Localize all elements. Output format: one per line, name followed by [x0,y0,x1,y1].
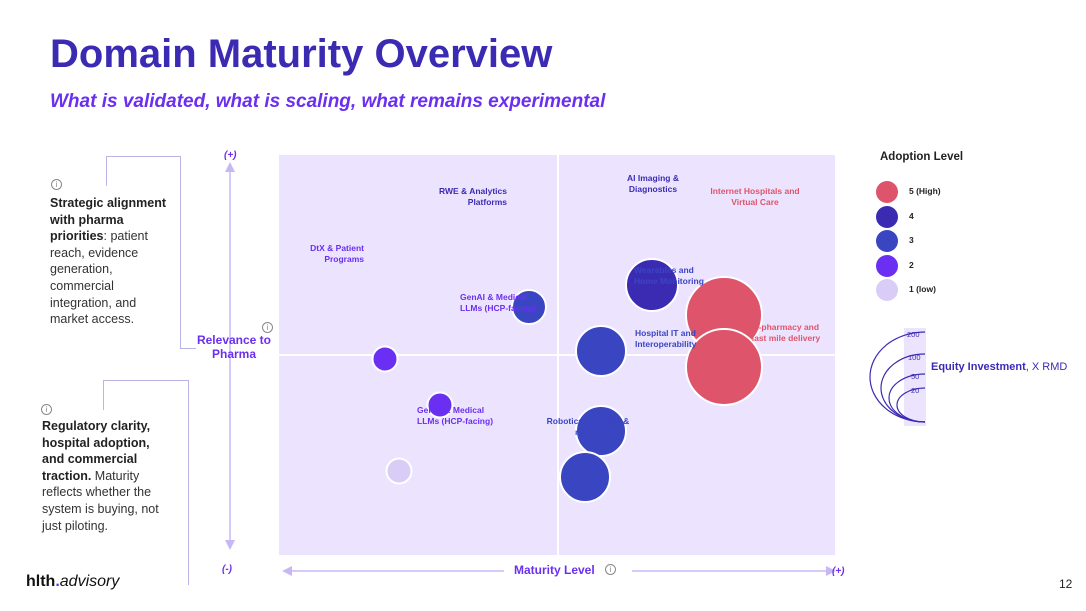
bubble-point[interactable] [511,289,548,325]
equity-label-rest: , X RMD [1025,361,1068,373]
y-axis-plus: (+) [224,150,237,161]
bubble-label: Internet Hospitals and Virtual Care [710,186,800,207]
page-subtitle: What is validated, what is scaling, what… [50,91,606,112]
x-axis-plus: (+) [832,566,845,577]
y-axis-label: Relevance to Pharma [196,333,272,361]
bubble-label: Robotics (surgical & rehab) [546,416,630,437]
bracket-top-bottom [180,348,196,349]
bracket-bottom-right [188,380,189,585]
legend-label: 1 (low) [909,284,936,294]
bubble-label: E-pharmacy and last mile delivery [751,322,821,343]
bubble-label: GenAI & Medical LLMs (HCP-facing) [417,405,494,426]
y-axis-arrow [225,162,235,550]
equity-tick: 50 [911,372,920,381]
bubble-point[interactable] [575,405,628,457]
side-note-top-bold: Strategic alignment with pharma prioriti… [50,196,166,244]
bubble-label: Wearables and Home Monitoring [634,265,704,286]
equity-tick: 20 [911,386,920,395]
legend-swatch [876,254,898,277]
bubble-point[interactable] [624,258,679,312]
y-axis-minus: (-) [222,564,232,575]
logo-dot: . [55,573,60,590]
info-icon[interactable]: i [41,404,52,415]
equity-tick: 100 [908,353,921,362]
equity-tick: 200 [907,330,920,339]
bubble-point[interactable] [558,451,611,503]
side-note-bottom-text: Maturity reflects whether the system is … [42,468,159,533]
legend-swatch [876,205,898,228]
bubble-label: DtX & Patient Programs [310,243,364,264]
bubble-label: GenAI & Medical LLMs (HCP-facing) [460,292,537,313]
logo-rest: advisory [59,573,120,590]
bracket-bottom-top [103,380,188,381]
quadrant-divider-horizontal [279,354,835,356]
bubble-point[interactable] [371,345,399,373]
x-axis-label: Maturity Level [514,563,595,577]
bracket-bottom-left [103,380,104,410]
bracket-top-left [106,156,107,186]
legend-label: 3 [909,235,914,245]
bracket-top [106,156,181,349]
legend-swatch [876,279,898,301]
side-note-top-text: : patient reach, evidence generation, co… [50,229,148,327]
bubble-point[interactable] [684,328,763,406]
side-note-bottom-bold: Regulatory clarity, hospital adoption, a… [42,419,151,483]
logo-main: hlth [26,573,56,590]
bubble-label: Hospital IT and Interoperability [635,328,697,349]
legend-label: 4 [909,210,914,221]
info-icon[interactable]: i [262,322,273,333]
page-title: Domain Maturity Overview [50,32,553,76]
legend-label: 5 (High) [909,186,941,196]
side-note-bottom: Regulatory clarity, hospital adoption, a… [42,418,164,534]
bubble-point[interactable] [385,457,413,485]
equity-label: Equity Investment, X RMD [931,361,1067,373]
equity-size-legend [869,328,926,426]
info-icon[interactable]: i [51,179,62,190]
legend-label: 2 [909,259,914,270]
bubble-point[interactable] [426,391,454,419]
side-note-top: Strategic alignment with pharma prioriti… [50,195,172,328]
info-icon[interactable]: i [605,564,616,575]
equity-label-bold: Equity Investment [931,361,1026,373]
bubble-label: AI Imaging & Diagnostics [627,173,679,194]
x-axis-arrow [282,566,836,576]
legend-swatch [876,181,898,203]
bubble-point[interactable] [575,325,628,377]
legend-title: Adoption Level [880,151,964,163]
legend-swatch [876,230,898,252]
page-number: 12 [1059,577,1073,591]
bubble-label: RWE & Analytics Platforms [438,186,507,207]
brand-logo: hlth.advisory [26,573,119,591]
